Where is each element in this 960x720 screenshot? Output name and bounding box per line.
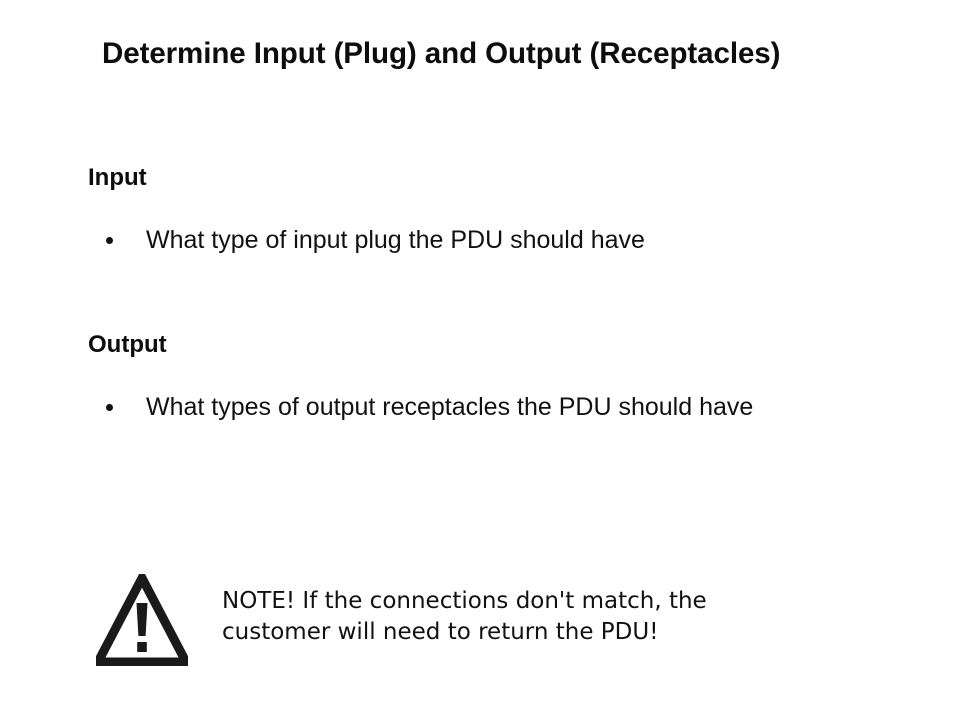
section-heading-input: Input [88, 164, 147, 191]
bullet-dot-icon [106, 236, 113, 244]
section-heading-output: Output [88, 331, 167, 358]
bullet-list-input: What type of input plug the PDU should h… [88, 225, 928, 255]
list-item-label: What types of output receptacles the PDU… [146, 392, 754, 421]
note-line-2: customer will need to return the PDU! [222, 619, 659, 645]
section-output: Output What types of output receptacles … [88, 331, 928, 422]
page-title: Determine Input (Plug) and Output (Recep… [102, 37, 781, 71]
list-item: What type of input plug the PDU should h… [88, 225, 928, 255]
list-item: What types of output receptacles the PDU… [88, 392, 928, 422]
bullet-list-output: What types of output receptacles the PDU… [88, 392, 928, 422]
note-text: NOTE! If the connections don't match, th… [222, 586, 842, 648]
note-line-1: NOTE! If the connections don't match, th… [222, 588, 707, 614]
list-item-label: What type of input plug the PDU should h… [146, 225, 645, 254]
warning-triangle-icon [96, 574, 188, 666]
bullet-dot-icon [106, 403, 113, 411]
section-input: Input What type of input plug the PDU sh… [88, 164, 928, 255]
note-callout: NOTE! If the connections don't match, th… [96, 572, 896, 672]
